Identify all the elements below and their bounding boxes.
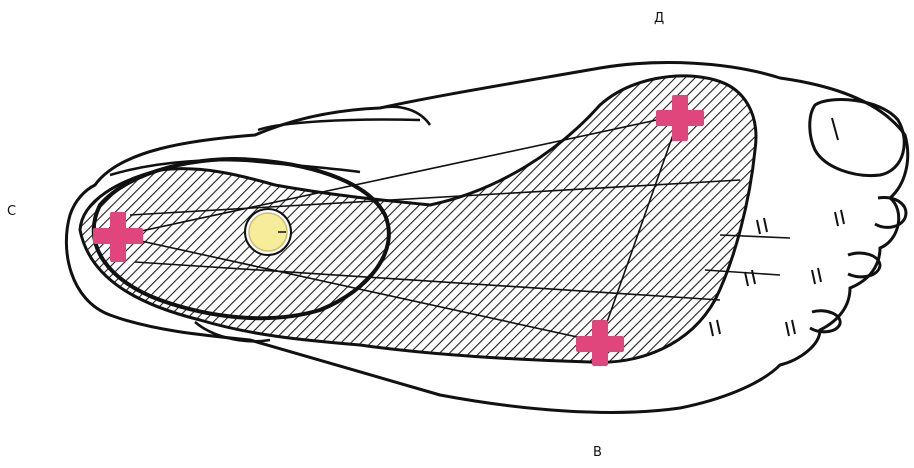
point-label-c: С: [7, 205, 16, 218]
point-label-a: Д: [654, 12, 664, 25]
toes: [810, 100, 906, 332]
circle-dot-icon: [245, 209, 291, 255]
point-label-b: В: [593, 446, 602, 459]
